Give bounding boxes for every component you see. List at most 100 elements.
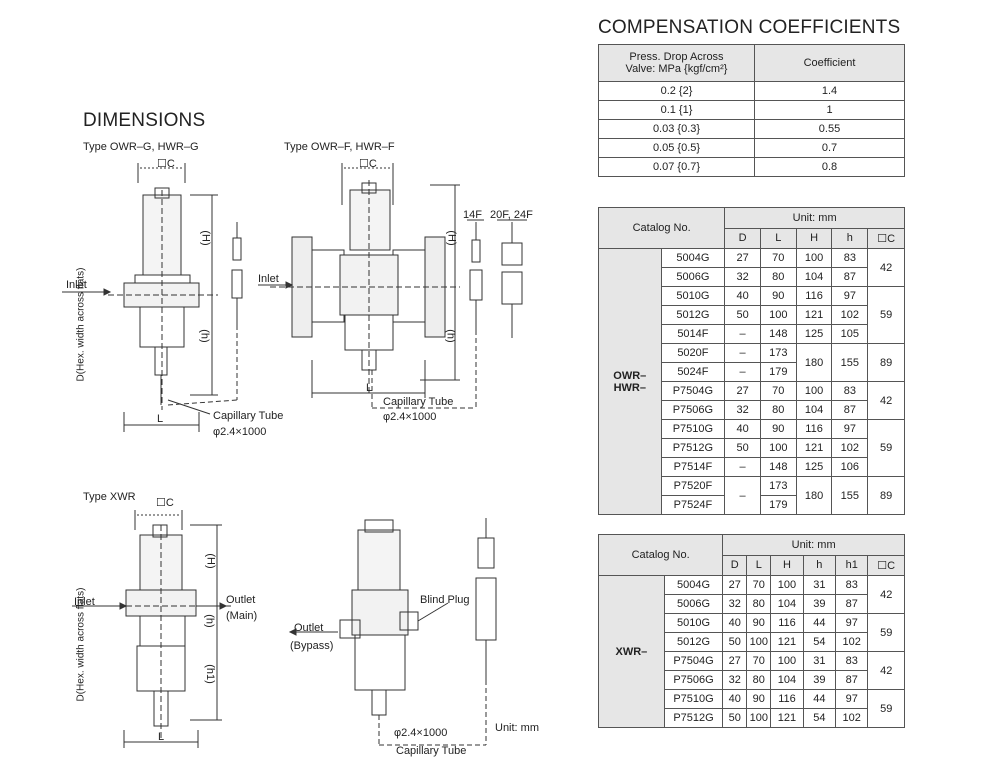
table-cell: 116 — [770, 689, 804, 709]
inlet-label-xwr: Inlet — [74, 596, 95, 608]
table-cell: 40 — [724, 286, 761, 306]
main-label: (Main) — [226, 610, 258, 622]
table-cell: 40 — [722, 613, 748, 633]
table-cell: P7506G — [663, 670, 724, 690]
table-cell: 1.4 — [754, 81, 905, 101]
table-cell: 104 — [795, 267, 833, 287]
table-cell: 40 — [722, 689, 748, 709]
table-cell: 90 — [746, 613, 772, 633]
table-cell: 100 — [759, 305, 797, 325]
table-cell: – — [724, 343, 761, 363]
type-xwr-label: Type XWR — [83, 491, 136, 503]
table-cell: 180 — [795, 343, 833, 382]
capillary-label-xwr: Capillary Tube — [396, 745, 467, 757]
table-cell: 70 — [759, 248, 797, 268]
table-cell: 59 — [867, 689, 905, 728]
valve-type-xwr-drawing — [72, 510, 232, 748]
inlet-label-f: Inlet — [258, 273, 279, 285]
table-cell: 83 — [835, 651, 869, 671]
table-cell: 100 — [746, 708, 772, 728]
table-cell: P7512G — [660, 438, 726, 458]
table-cell: 0.05 {0.5} — [598, 138, 755, 158]
table-cell: 0.07 {0.7} — [598, 157, 755, 177]
table-cell: 5004G — [660, 248, 726, 268]
table-cell: 100 — [770, 651, 804, 671]
table-cell: 102 — [835, 632, 869, 652]
table-cell: 31 — [802, 651, 837, 671]
table-cell: P7510G — [663, 689, 724, 709]
table-cell: 97 — [831, 286, 869, 306]
table-cell: – — [724, 476, 761, 515]
phi-label-g: φ2.4×1000 — [213, 426, 267, 438]
table-cell: 106 — [831, 457, 869, 477]
col-d: D — [724, 227, 761, 249]
table-cell: 50 — [722, 632, 748, 652]
col-h: h — [831, 227, 869, 249]
table-cell: 148 — [759, 457, 797, 477]
table-cell: 121 — [770, 632, 804, 652]
blind-plug-label: Blind Plug — [420, 594, 470, 606]
col-c: ☐C — [867, 554, 905, 576]
table-cell: 70 — [759, 381, 797, 401]
table-cell: P7512G — [663, 708, 724, 728]
table-cell: 100 — [759, 438, 797, 458]
table-cell: 0.7 — [754, 138, 905, 158]
col-d: D — [722, 554, 748, 576]
table-cell: 121 — [770, 708, 804, 728]
table-cell: 121 — [795, 305, 833, 325]
xwr-table: Catalog No. Unit: mm D L H h h1 ☐C XWR– … — [597, 534, 905, 728]
col-l: L — [759, 227, 797, 249]
table-cell: 1 — [754, 100, 905, 120]
capillary-label-f: Capillary Tube — [383, 396, 454, 408]
h-label-g: (h) — [198, 329, 211, 343]
bypass-label: (Bypass) — [290, 640, 334, 652]
valve-type-xwr-side-drawing — [288, 518, 497, 746]
table-cell: 42 — [867, 651, 905, 690]
table-cell: 50 — [724, 438, 761, 458]
table-cell: 100 — [770, 575, 804, 595]
inlet-label-g: Inlet — [66, 279, 87, 291]
14f-label: 14F — [463, 209, 482, 221]
table-cell: 148 — [759, 324, 797, 344]
table-cell: 54 — [802, 632, 837, 652]
table-cell: 70 — [746, 651, 772, 671]
col-h1: h1 — [835, 554, 869, 576]
table-cell: 179 — [759, 495, 797, 515]
table-cell: 32 — [722, 670, 748, 690]
coefficient-header: Coefficient — [754, 44, 905, 82]
col-c: ☐C — [867, 227, 905, 249]
table-cell: 100 — [795, 381, 833, 401]
table-cell: 5010G — [660, 286, 726, 306]
table-cell: 104 — [770, 594, 804, 614]
table-cell: 59 — [867, 286, 905, 344]
table-cell: 173 — [759, 476, 797, 496]
table-cell: 80 — [759, 400, 797, 420]
table-cell: – — [724, 324, 761, 344]
L-label-g: L — [157, 413, 164, 425]
table-cell: 44 — [802, 613, 837, 633]
table-cell: 100 — [746, 632, 772, 652]
table-cell: 42 — [867, 248, 905, 287]
table-cell: P7524F — [660, 495, 726, 515]
table-cell: 97 — [835, 689, 869, 709]
table-cell: 179 — [759, 362, 797, 382]
table-cell: 102 — [831, 438, 869, 458]
table-cell: 105 — [831, 324, 869, 344]
sq-c-label-xwr: ☐C — [156, 497, 174, 509]
table-cell: 5020F — [660, 343, 726, 363]
table-cell: 50 — [722, 708, 748, 728]
table-row: 0.2 {2}1.4 — [598, 81, 905, 101]
table-cell: 89 — [867, 343, 905, 382]
outlet-bypass-label: Outlet — [294, 622, 324, 634]
table-cell: 104 — [770, 670, 804, 690]
